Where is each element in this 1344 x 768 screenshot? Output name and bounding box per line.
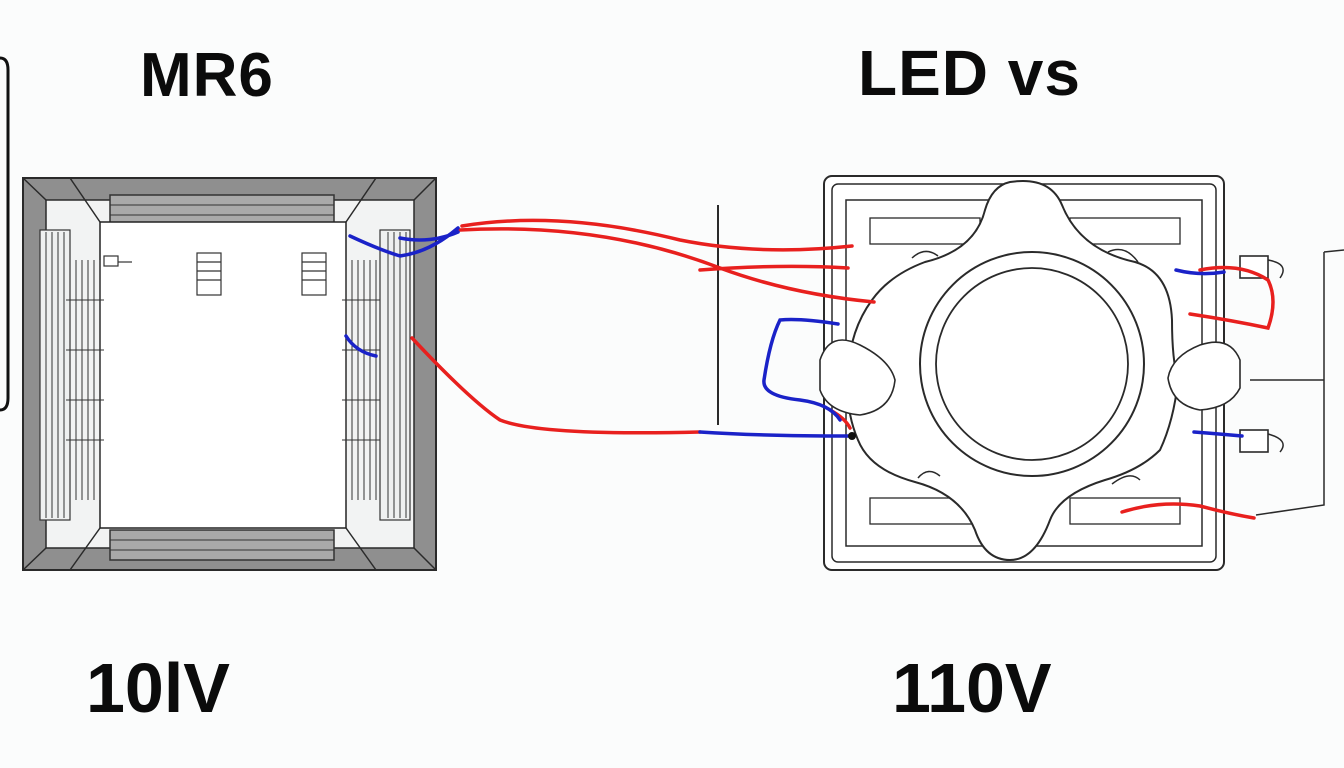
blue-wire-mid xyxy=(344,334,378,358)
transformer-box xyxy=(22,177,437,571)
led-lens-inner xyxy=(935,267,1129,461)
blue-wire-bottom xyxy=(698,430,852,438)
right-voltage-label: 110V xyxy=(892,649,1052,727)
red-wire-led-top xyxy=(1188,265,1275,331)
terminal-dot xyxy=(848,432,856,440)
blue-wire-led-bottom xyxy=(1192,430,1244,438)
blue-wire-loop xyxy=(762,317,842,422)
blue-wire-led-top xyxy=(1174,268,1226,276)
led-fixture xyxy=(717,175,1344,571)
left-title: MR6 xyxy=(140,41,274,110)
red-wire-bottom xyxy=(410,336,702,435)
led-housing xyxy=(846,180,1180,562)
led-lens-outer xyxy=(919,251,1145,477)
right-title: LED vs xyxy=(858,37,1081,109)
red-wire-top-2 xyxy=(458,227,876,304)
blue-wire-top xyxy=(348,226,460,258)
red-wire-top-3 xyxy=(698,264,850,272)
connector-bottom xyxy=(1239,429,1269,453)
connector-top xyxy=(1239,255,1269,279)
left-edge-bracket xyxy=(0,56,10,412)
red-wire-led-bottom xyxy=(1120,502,1256,520)
red-wire-top-1 xyxy=(460,218,854,252)
left-voltage-label: 10lV xyxy=(86,649,230,727)
